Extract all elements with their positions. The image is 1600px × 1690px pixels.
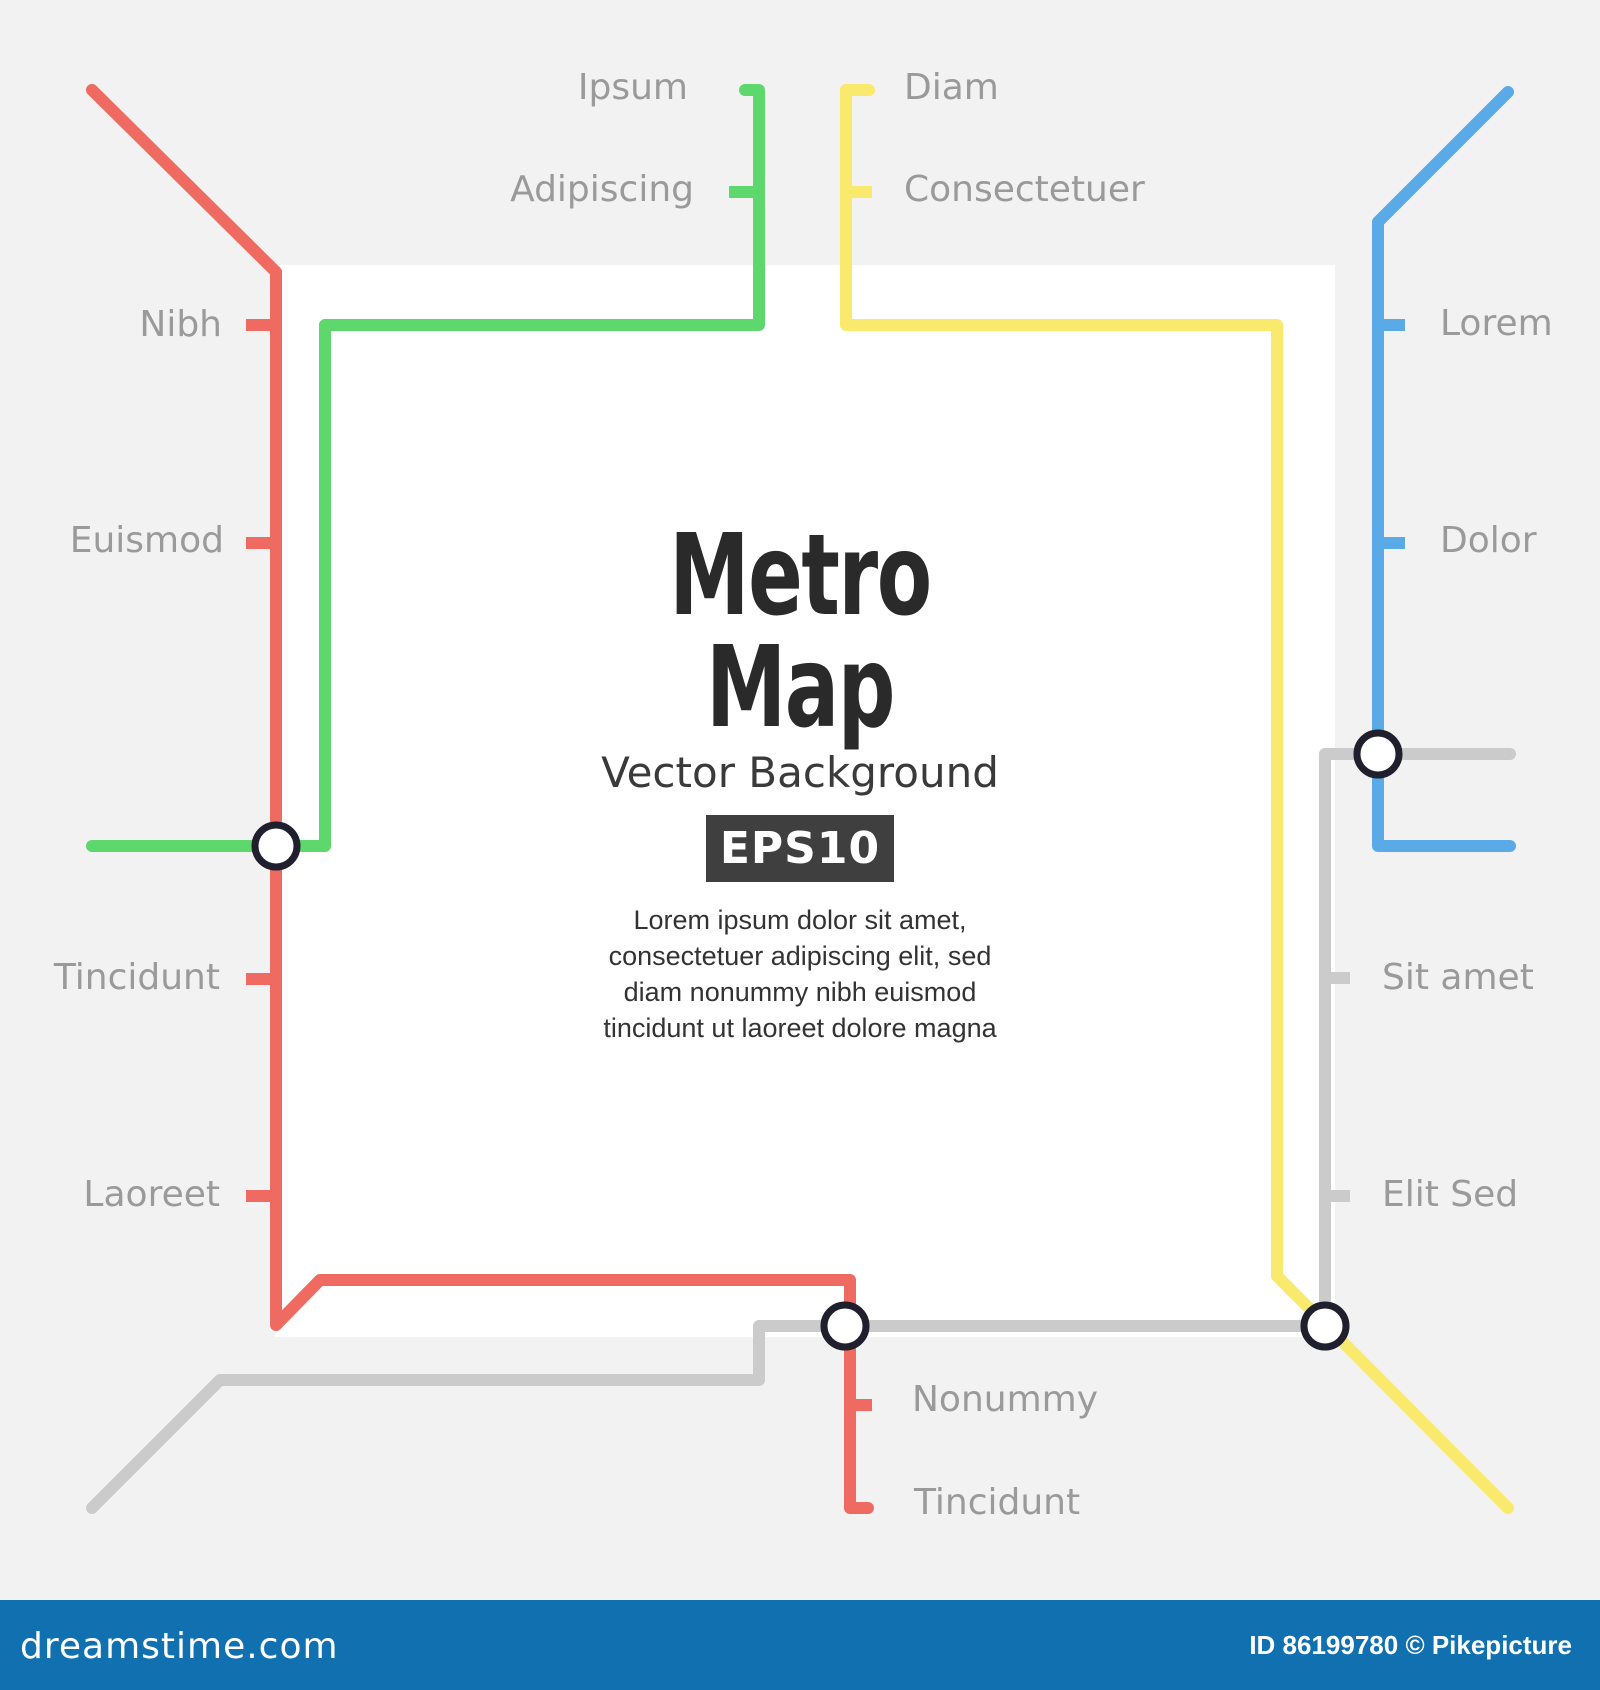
footer-bar: dreamstime.com ID 86199780 © Pikepicture [0, 1600, 1600, 1690]
center-card: Metro Map Vector Background EPS10 Lorem … [500, 520, 1100, 1046]
station-label-nonummy: Nonummy [912, 1379, 1099, 1420]
red-line [86, 84, 874, 1514]
diagram-title: Metro Map [584, 520, 1016, 744]
footer-credit: ID 86199780 © Pikepicture [1249, 1630, 1572, 1660]
station-label-sit-amet: Sit amet [1382, 957, 1534, 998]
station-label-elit-sed: Elit Sed [1382, 1174, 1519, 1215]
format-badge: EPS10 [705, 815, 895, 882]
station-label-ipsum: Ipsum [577, 67, 688, 108]
station-label-laoreet: Laoreet [83, 1174, 220, 1215]
station-label-consectetuer: Consectetuer [904, 169, 1145, 210]
map-card-background [275, 265, 1335, 1337]
diagram-subtitle: Vector Background [601, 748, 999, 797]
diagram-body-text: Lorem ipsum dolor sit amet, consectetuer… [603, 905, 997, 1043]
station-label-dolor: Dolor [1440, 520, 1537, 561]
station-label-euismod: Euismod [69, 520, 224, 561]
title-line-1: Metro [669, 511, 932, 641]
title-line-2: Map [705, 623, 896, 753]
station-label-nibh: Nibh [139, 304, 222, 345]
station-label-tincidunt-left: Tincidunt [53, 957, 220, 998]
footer-brand[interactable]: dreamstime.com [20, 1626, 339, 1667]
station-label-adipiscing: Adipiscing [510, 169, 694, 210]
interchange-station-west [251, 821, 301, 871]
station-label-lorem: Lorem [1440, 303, 1553, 344]
metro-map-diagram [86, 84, 1516, 1514]
station-label-diam: Diam [904, 67, 999, 108]
station-label-tincidunt-bottom: Tincidunt [914, 1482, 1081, 1523]
interchange-station-southeast [1300, 1301, 1350, 1351]
interchange-station-east [1353, 729, 1403, 779]
interchange-station-south [820, 1301, 870, 1351]
blue-line [1372, 86, 1516, 852]
gray-line [86, 748, 1516, 1514]
